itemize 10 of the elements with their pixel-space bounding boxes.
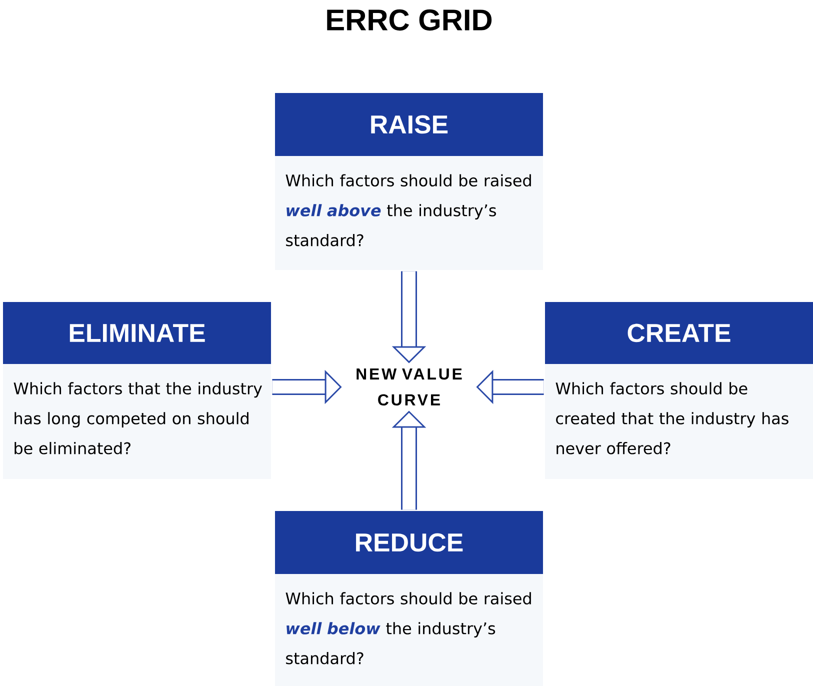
question-text: Which factors should be raised well above the industry’s standard? [286, 174, 531, 246]
question-text: Which factors should be raised well below the industry’s standard? [286, 592, 531, 664]
card-header: RAISE [275, 93, 543, 156]
center-label: NEW VALUE CURVE [356, 368, 462, 406]
question-text: Which factors that the industry has long competed on should be eliminated? [14, 382, 262, 454]
title: ERRC GRID [327, 9, 492, 31]
card-header: ELIMINATE [3, 302, 271, 364]
card-header: CREATE [545, 302, 813, 364]
question-text: Which factors should be created that the industry has never offered? [556, 382, 788, 454]
card-header: REDUCE [275, 510, 543, 574]
